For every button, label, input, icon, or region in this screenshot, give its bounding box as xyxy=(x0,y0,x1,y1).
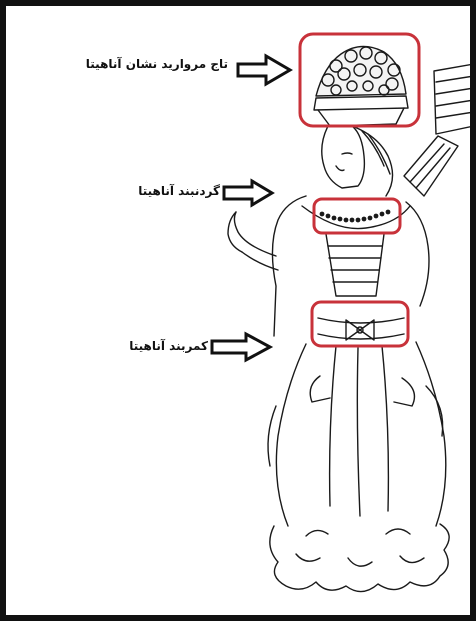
necklace-label: گردنبند آناهیتا xyxy=(120,184,220,198)
belt-label: کمربند آناهیتا xyxy=(116,339,208,353)
crown-drawing xyxy=(314,46,408,126)
necklace-arrow-icon xyxy=(224,181,272,205)
crown-arrow-icon xyxy=(238,56,290,84)
crown-label: تاج مروارید نشان آناهیتا xyxy=(58,57,228,71)
anahita-drawing xyxy=(6,6,476,621)
belt-arrow-icon xyxy=(212,334,270,360)
necklace-drawing xyxy=(320,210,391,223)
belt-drawing xyxy=(318,318,404,340)
